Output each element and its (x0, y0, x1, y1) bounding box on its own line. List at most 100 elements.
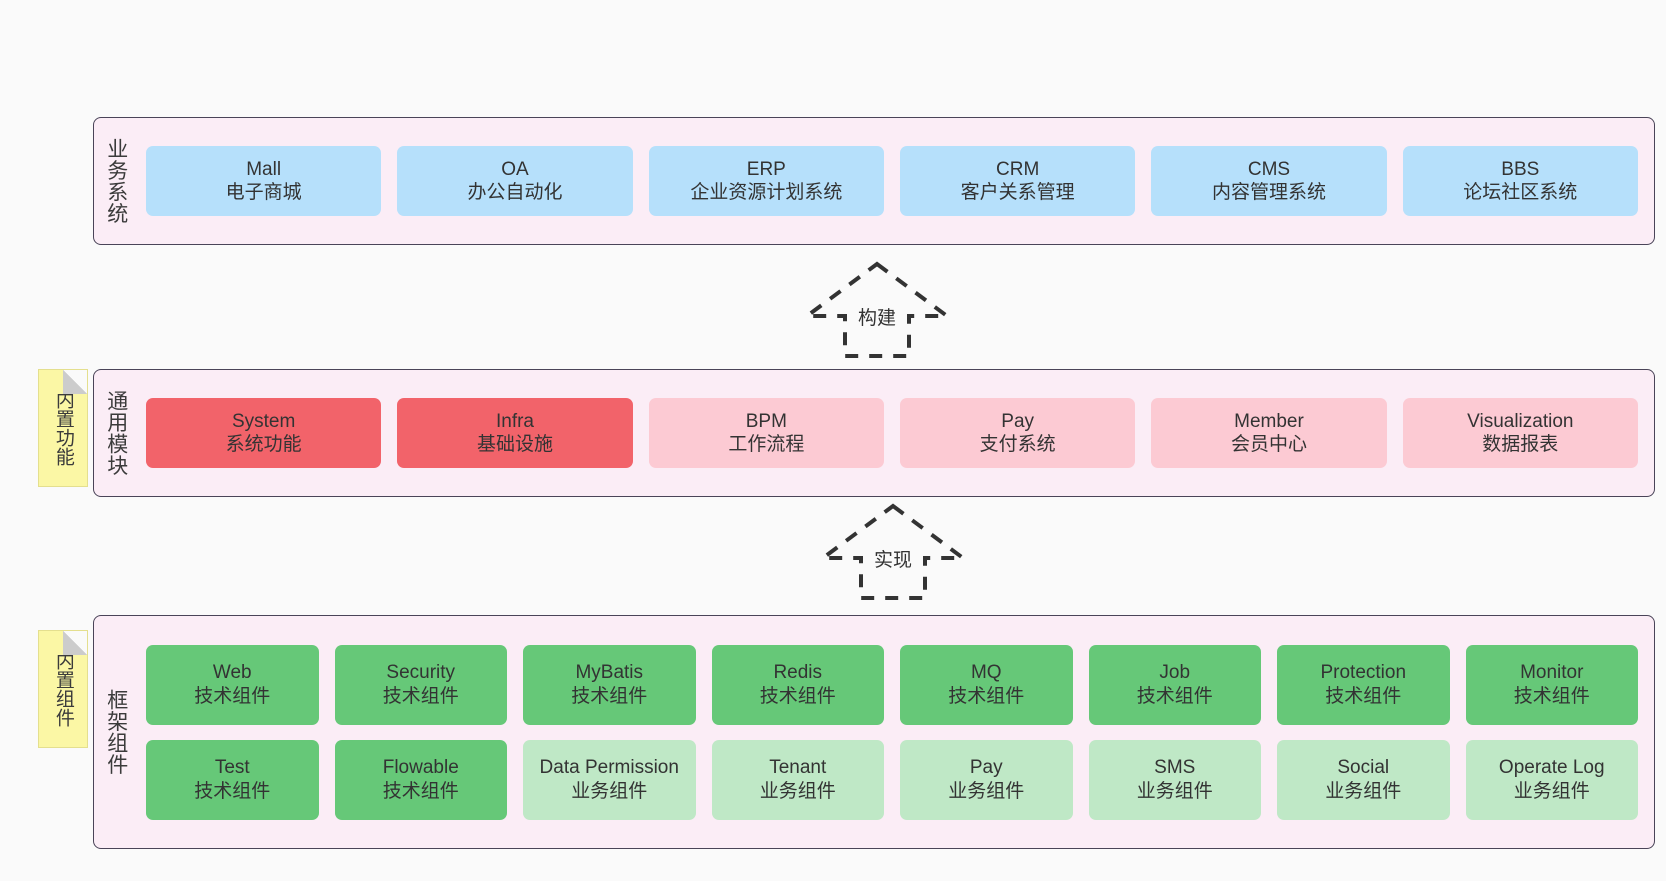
component-card-desc: 技术组件 (194, 780, 271, 802)
component-card-desc: 支付系统 (979, 434, 1056, 455)
component-card-name: OA (501, 158, 529, 180)
component-card-name: Flowable (382, 757, 459, 779)
component-card-desc: 办公自动化 (467, 182, 563, 203)
build-arrow: 构建 (797, 258, 957, 358)
component-card-name: Mall (246, 158, 282, 180)
build-arrow-label: 构建 (857, 308, 896, 329)
component-card-desc: 系统功能 (225, 434, 302, 455)
component-card-name: Infra (495, 410, 534, 432)
component-card-desc: 技术组件 (1136, 685, 1213, 707)
component-card-name: Protection (1320, 662, 1407, 684)
component-card-name: Redis (773, 662, 823, 684)
component-card-name: Operate Log (1498, 757, 1605, 779)
component-card-desc: 论坛社区系统 (1463, 182, 1578, 203)
component-card-name: Social (1337, 757, 1390, 779)
component-card-desc: 电子商城 (225, 182, 302, 203)
component-card-desc: 业务组件 (1136, 780, 1213, 802)
page-fold-icon (63, 631, 87, 655)
component-card-desc: 技术组件 (382, 780, 459, 802)
component-card-name: Pay (969, 757, 1003, 779)
band-common-modules-label: 通用模块 (104, 390, 128, 476)
component-card-desc: 技术组件 (194, 685, 271, 707)
component-card-name: ERP (746, 158, 786, 180)
component-card-desc: 技术组件 (382, 685, 459, 707)
component-card-name: Monitor (1520, 662, 1584, 684)
component-card-name: Security (386, 662, 456, 684)
component-card-desc: 会员中心 (1230, 434, 1307, 455)
component-card-name: SMS (1154, 757, 1196, 779)
page-fold-icon (63, 370, 87, 394)
component-card-desc: 内容管理系统 (1211, 182, 1326, 203)
sticky-note-builtin-function: 内置功能 (38, 369, 88, 487)
component-card-desc: 业务组件 (759, 780, 836, 802)
component-card-name: System (231, 410, 296, 432)
component-card-desc: 客户关系管理 (960, 182, 1075, 203)
component-card-desc: 技术组件 (1513, 685, 1590, 707)
component-card-name: Visualization (1467, 410, 1574, 432)
component-card-name: CMS (1247, 158, 1291, 180)
component-card-desc: 数据报表 (1482, 434, 1559, 455)
component-card-desc: 业务组件 (1325, 780, 1402, 802)
component-card-name: Tenant (769, 757, 827, 779)
component-card-name: BBS (1501, 158, 1540, 180)
implement-arrow: 实现 (813, 500, 973, 600)
component-card-name: Web (212, 662, 252, 684)
component-card-name: Data Permission (539, 757, 679, 779)
sticky-note-builtin-function-label: 内置功能 (52, 390, 74, 466)
component-card-desc: 技术组件 (1325, 685, 1402, 707)
component-card-desc: 业务组件 (1513, 780, 1590, 802)
component-card-name: CRM (996, 158, 1040, 180)
component-card-desc: 企业资源计划系统 (690, 182, 843, 203)
implement-arrow-label: 实现 (873, 550, 912, 571)
component-card-desc: 技术组件 (571, 685, 648, 707)
band-business-systems-label: 业务系统 (104, 138, 128, 224)
component-card-name: MyBatis (575, 662, 644, 684)
component-card-desc: 基础设施 (476, 434, 553, 455)
component-card-name: Member (1234, 410, 1304, 432)
component-card-name: BPM (745, 410, 787, 432)
component-card-desc: 技术组件 (948, 685, 1025, 707)
component-card-name: Test (214, 757, 250, 779)
component-card-desc: 技术组件 (759, 685, 836, 707)
component-card-desc: 工作流程 (728, 434, 805, 455)
band-framework-components-label: 框架组件 (104, 689, 128, 775)
